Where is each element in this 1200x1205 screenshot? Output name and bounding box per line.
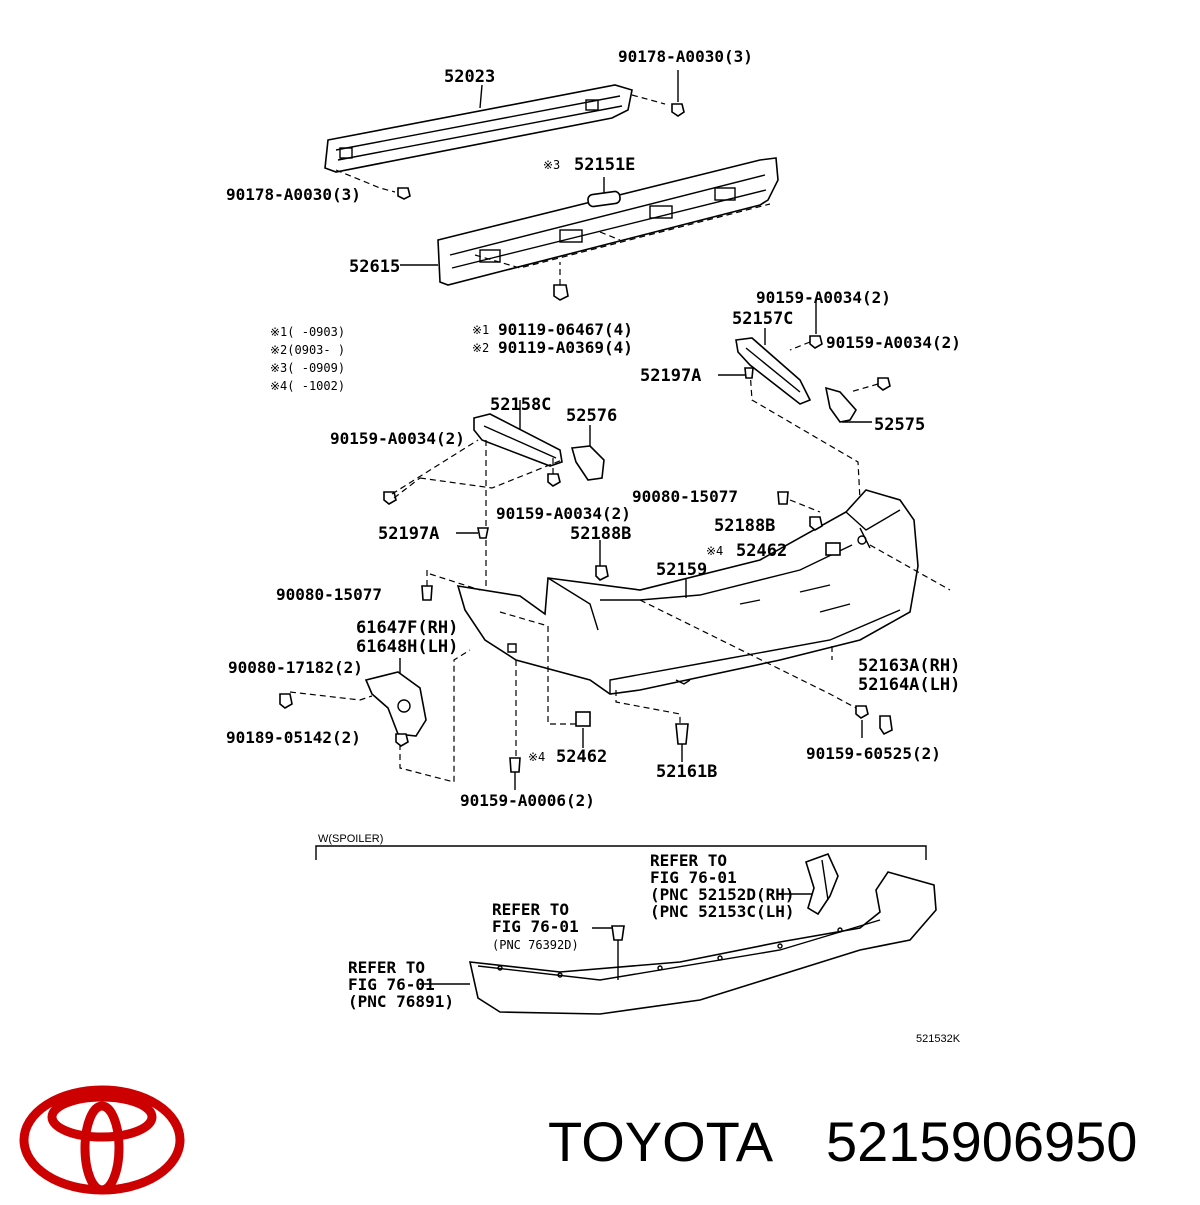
ref2-line1: REFER TO — [492, 900, 569, 919]
spoiler-section — [315, 845, 937, 1015]
label-52188B-left: 52188B — [570, 524, 631, 544]
bumper-reinforcement-52023 — [324, 84, 666, 193]
bolt-90159-mid — [419, 455, 563, 489]
ref3-line1: REFER TO — [348, 958, 425, 977]
brand-part-number: 5215906950 — [826, 1110, 1137, 1173]
label-52023: 52023 — [444, 67, 495, 87]
bolt-90159-upper — [789, 300, 823, 351]
mark-90119a: ※1 — [472, 323, 489, 337]
ref1-line4: (PNC 52153C(LH) — [650, 902, 795, 921]
label-90159-right: 90159-A0034(2) — [826, 333, 961, 352]
label-52159: 52159 — [656, 560, 707, 580]
screw-90080-17182 — [279, 693, 293, 709]
retainer-52158C — [473, 400, 563, 600]
ref3-line3: (PNC 76891) — [348, 992, 454, 1011]
label-61648H: 61648H(LH) — [356, 637, 458, 657]
screw-90080-left — [421, 568, 433, 601]
label-90119-06467: 90119-06467(4) — [498, 320, 633, 339]
bracket-61647F-61648H — [289, 649, 471, 783]
label-90080-17182: 90080-17182(2) — [228, 658, 363, 677]
pad-52462-lower — [575, 711, 591, 748]
logo-stem-ring — [80, 1101, 124, 1195]
label-spoiler: W(SPOILER) — [318, 833, 383, 845]
label-90080-left: 90080-15077 — [276, 585, 382, 604]
clip-52163A-52164A — [879, 715, 893, 736]
label-52575: 52575 — [874, 415, 925, 435]
label-52615: 52615 — [349, 257, 400, 277]
bolt-90159-60525 — [855, 705, 869, 738]
ref2-line2: FIG 76-01 — [492, 917, 579, 936]
label-90189: 90189-05142(2) — [226, 728, 361, 747]
label-90178-left: 90178-A0030(3) — [226, 185, 361, 204]
brand-name: TOYOTA — [548, 1110, 774, 1173]
mark-90119b: ※2 — [472, 341, 489, 355]
pad-52462-upper — [825, 542, 841, 556]
label-52462-lower: 52462 — [556, 747, 607, 767]
energy-absorber-52615 — [400, 157, 779, 286]
mark-52462-upper: ※4 — [706, 544, 723, 558]
bolt-90119 — [553, 262, 569, 301]
label-90119-A0369: 90119-A0369(4) — [498, 338, 633, 357]
screw-90159-A0006 — [509, 757, 521, 790]
logo-top-ring — [47, 1092, 157, 1142]
bolt-90159-left — [383, 439, 479, 505]
label-90159-60525: 90159-60525(2) — [806, 744, 941, 763]
bumper-cover-52159 — [429, 489, 951, 770]
screw-90080-upper — [777, 491, 821, 513]
ref1-line1: REFER TO — [650, 851, 727, 870]
ref2-line3: (PNC 76392D) — [492, 938, 579, 952]
note-4: ※4( -1002) — [270, 379, 345, 393]
label-52151E: 52151E — [574, 155, 635, 175]
label-52576: 52576 — [566, 406, 617, 426]
label-52197A-left: 52197A — [378, 524, 439, 544]
label-90159-mid: 90159-A0034(2) — [496, 504, 631, 523]
clip-52188B-right — [809, 516, 823, 531]
label-52163A: 52163A(RH) — [858, 656, 960, 676]
ref1-line3: (PNC 52152D(RH) — [650, 885, 795, 904]
label-90159-left: 90159-A0034(2) — [330, 429, 465, 448]
pad-52151E — [587, 177, 621, 208]
retainer-52157C — [735, 328, 861, 501]
clip-52197A-right — [718, 367, 754, 379]
label-52462-upper: 52462 — [736, 541, 787, 561]
bracket-52575 — [824, 386, 872, 423]
label-52188B-right: 52188B — [714, 516, 775, 536]
diagram-code: 521532K — [916, 1033, 961, 1045]
toyota-logo — [19, 1085, 185, 1195]
nut-90189 — [395, 733, 409, 747]
label-90080-upper: 90080-15077 — [632, 487, 738, 506]
label-52161B: 52161B — [656, 762, 717, 782]
bolt-90159-right — [849, 377, 891, 393]
label-90178-top: 90178-A0030(3) — [618, 47, 753, 66]
label-61647F: 61647F(RH) — [356, 618, 458, 638]
ref3-line2: FIG 76-01 — [348, 975, 435, 994]
note-2: ※2(0903- ) — [270, 343, 345, 357]
mark-52151E: ※3 — [543, 158, 560, 172]
ref1-line2: FIG 76-01 — [650, 868, 737, 887]
note-3: ※3( -0909) — [270, 361, 345, 375]
label-52197A-right: 52197A — [640, 366, 701, 386]
bracket-52576 — [570, 425, 605, 481]
clip-52161B — [675, 723, 689, 762]
clip-52188B-left — [595, 540, 609, 581]
clip-52197A-left — [456, 527, 489, 539]
label-52164A: 52164A(LH) — [858, 675, 960, 695]
bolt-90178-left — [397, 187, 411, 200]
bolt-90178-top — [671, 70, 685, 117]
mark-52462-lower: ※4 — [528, 750, 545, 764]
label-90159-A0006: 90159-A0006(2) — [460, 791, 595, 810]
label-52157C: 52157C — [732, 309, 793, 329]
label-90159-top: 90159-A0034(2) — [756, 288, 891, 307]
label-52158C: 52158C — [490, 395, 551, 415]
note-1: ※1( -0903) — [270, 325, 345, 339]
